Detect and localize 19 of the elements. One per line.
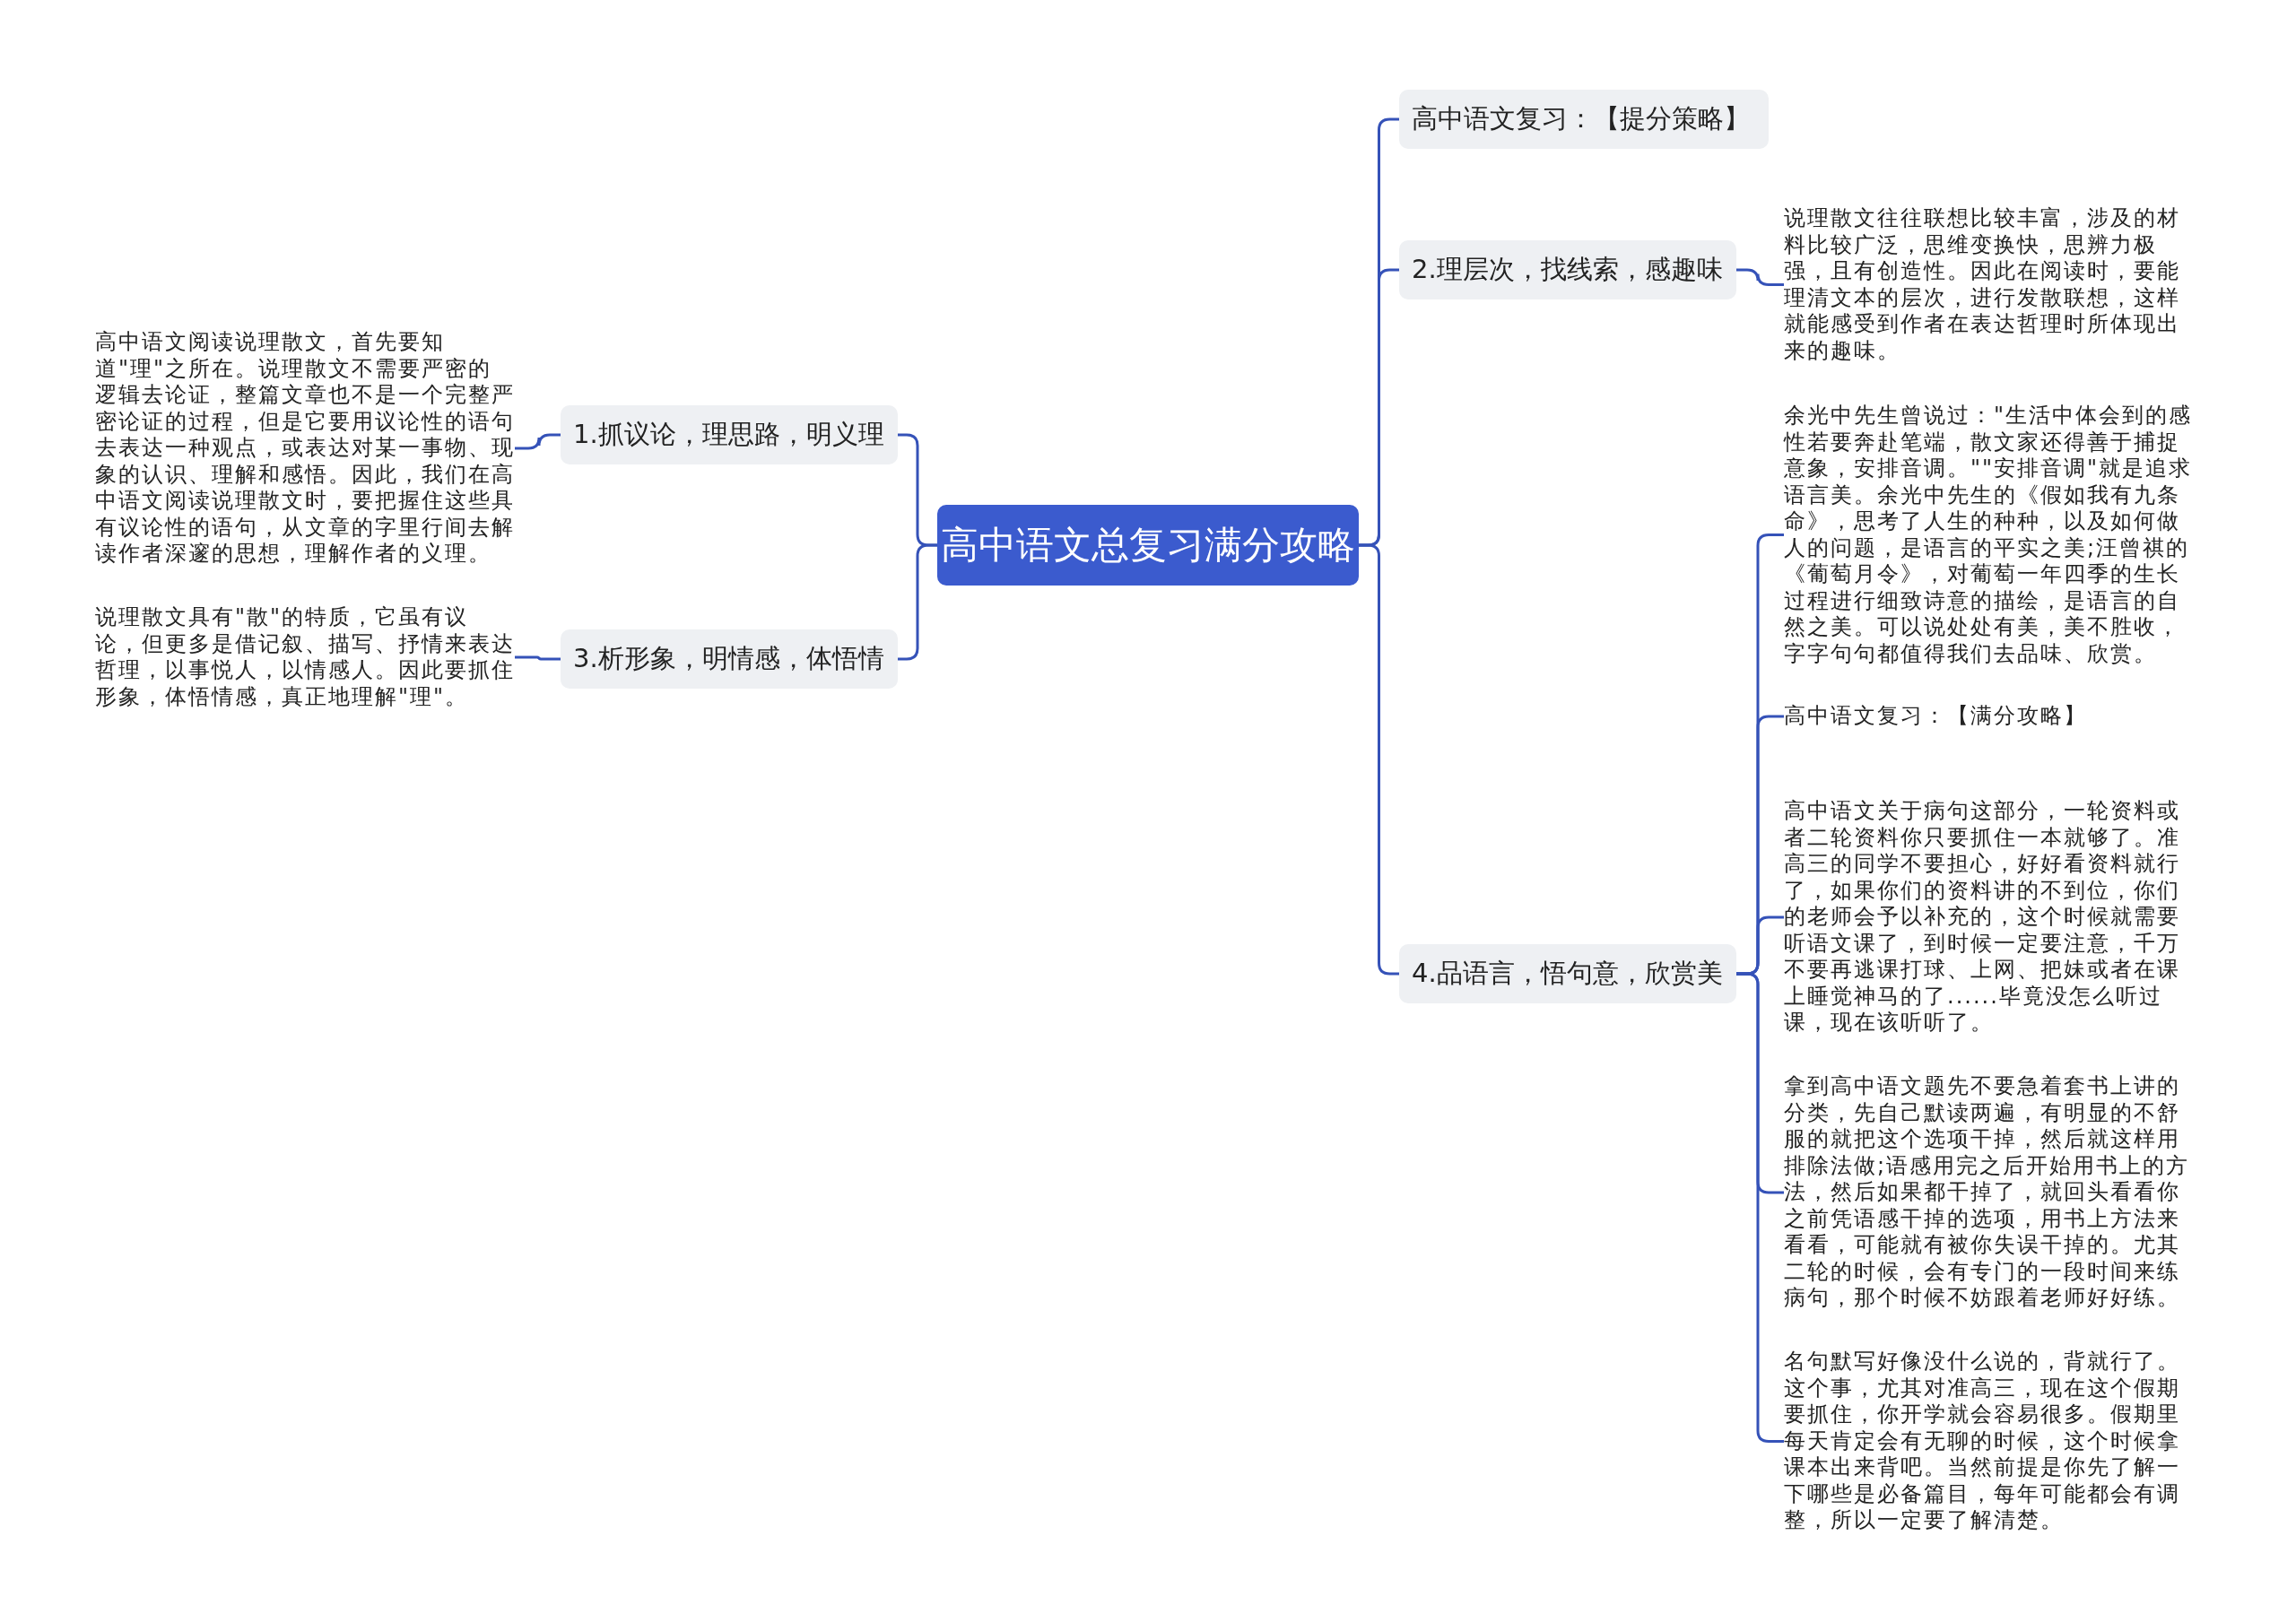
connector-line bbox=[1736, 268, 1784, 286]
topic-box: 高中语文复习：【提分策略】 bbox=[1399, 90, 1769, 149]
connector-line bbox=[1359, 543, 1399, 976]
note-text: 高中语文阅读说理散文，首先要知道"理"之所在。说理散文不需要严密的逻辑去论证，整篇文章也不是一个完整严密论证的过程，但是它要用议论性的语句去表达一种观点，或表达对某一事物、现象的认识、理解和感悟。因此，我们在高中语文阅读说理散文时，要把握住这些具有议论性的语句，从文章的字里行间去解读作者深邃的思想，理解作者的义理。 bbox=[95, 329, 515, 568]
connector-line bbox=[515, 655, 561, 661]
topic-box: 3.析形象，明情感，体悟情 bbox=[561, 629, 898, 689]
note-text: 高中语文复习：【满分攻略】 bbox=[1784, 703, 2202, 730]
note-text: 高中语文关于病句这部分，一轮资料或者二轮资料你只要抓住一本就够了。准高三的同学不要担心，好好看资料就行了，如果你们的资料讲的不到位，你们的老师会予以补充的，这个时候就需要听语文课了，到时候一定要注意，千万不要再逃课打球、上网、把妹或者在课上睡觉神马的了......毕竟没怎么听过课，现在该听听了。 bbox=[1784, 798, 2202, 1037]
topic-box: 4.品语言，悟句意，欣赏美 bbox=[1399, 944, 1736, 1003]
note-text: 名句默写好像没什么说的，背就行了。这个事，尤其对准高三，现在这个假期要抓住，你开学就会容易很多。假期里每天肯定会有无聊的时候，这个时候拿课本出来背吧。当然前提是你先了解一下哪些是必备篇目，每年可能都会有调整，所以一定要了解清楚。 bbox=[1784, 1349, 2202, 1534]
topic-box: 1.抓议论，理思路，明义理 bbox=[561, 405, 898, 464]
note-text: 余光中先生曾说过："生活中体会到的感性若要奔赴笔端，散文家还得善于捕捉意象，安排音调。""安排音调"就是追求语言美。余光中先生的《假如我有九条命》，思考了人生的种种，以及如何做人的问题，是语言的平实之美;汪曾祺的《葡萄月令》，对葡萄一年四季的生长过程进行细致诗意的描绘，是语言的自然之美。可以说处处有美，美不胜收，字字句句都值得我们去品味、欣赏。 bbox=[1784, 403, 2202, 667]
central-topic-box: 高中语文总复习满分攻略 bbox=[937, 505, 1359, 586]
note-text: 说理散文具有"散"的特质，它虽有议论，但更多是借记叙、描写、抒情来表达哲理，以事悦人，以情感人。因此要抓住形象，体悟情感，真正地理解"理"。 bbox=[95, 604, 515, 710]
connector-line bbox=[898, 543, 937, 661]
note-text: 说理散文往往联想比较丰富，涉及的材料比较广泛，思维变换快，思辨力极强，且有创造性。因此在阅读时，要能理清文本的层次，进行发散联想，这样就能感受到作者在表达哲理时所体现出来的趣味。 bbox=[1784, 205, 2202, 364]
note-text: 拿到高中语文题先不要急着套书上讲的分类，先自己默读两遍，有明显的不舒服的就把这个选项干掉，然后就这样用排除法做;语感用完之后开始用书上的方法，然后如果都干掉了，就回头看看你之前凭语感干掉的选项，用书上方法来看看，可能就有被你失误干掉的。尤其二轮的时候，会有专门的一段时间来练病句，那个时候不妨跟着老师好好练。 bbox=[1784, 1073, 2202, 1312]
connector-line bbox=[515, 433, 561, 450]
topic-box: 2.理层次，找线索，感趣味 bbox=[1399, 240, 1736, 299]
